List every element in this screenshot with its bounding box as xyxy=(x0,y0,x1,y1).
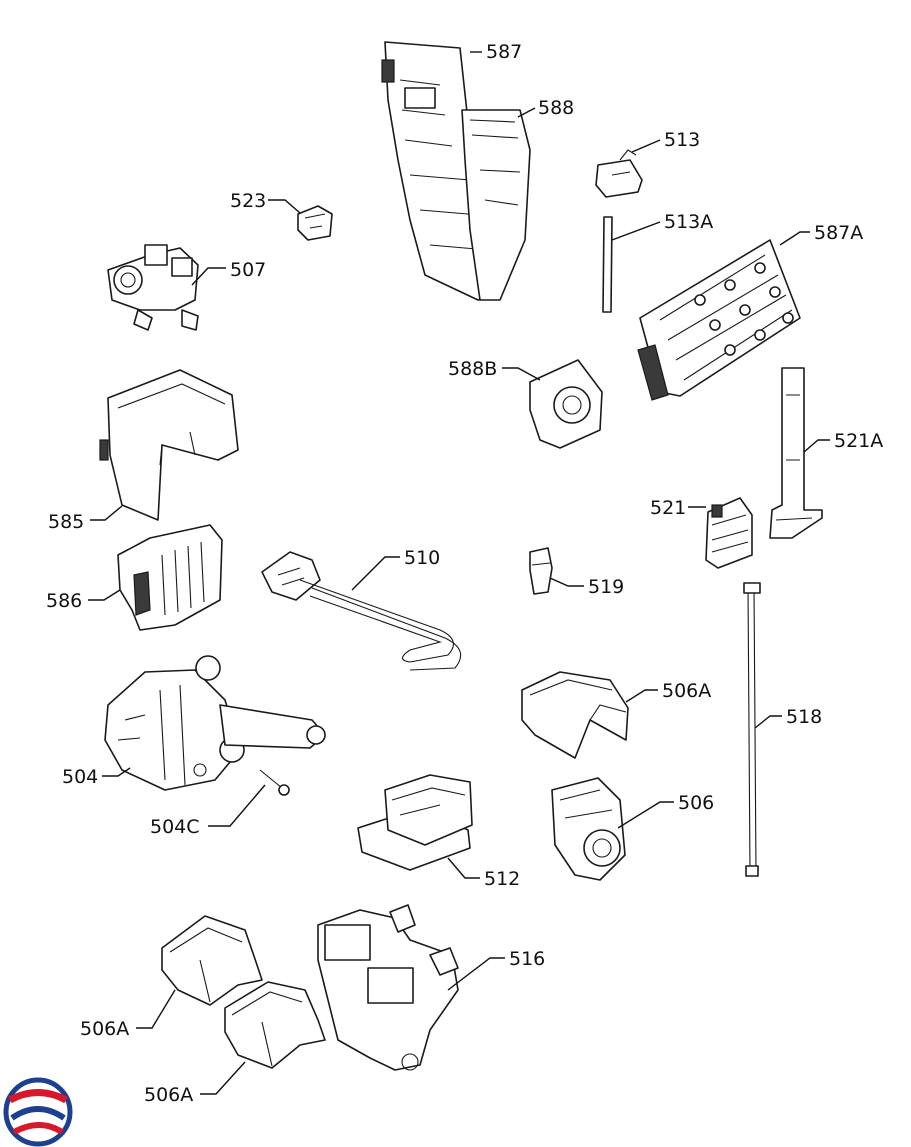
callout-521a: 521A xyxy=(803,430,883,453)
callout-507: 507 xyxy=(191,259,266,286)
part-523-clip[interactable] xyxy=(297,205,333,241)
svg-text:512: 512 xyxy=(484,868,520,890)
part-587a-pcb[interactable] xyxy=(637,239,801,401)
callout-588b: 588B xyxy=(448,358,541,381)
callout-504c: 504C xyxy=(150,784,266,838)
brand-logo xyxy=(3,1077,73,1147)
svg-text:504C: 504C xyxy=(150,816,200,838)
svg-text:523: 523 xyxy=(230,190,266,212)
callout-518: 518 xyxy=(754,706,822,729)
callout-506: 506 xyxy=(617,792,714,829)
part-512-bracket[interactable] xyxy=(357,774,473,871)
part-510-heating-element[interactable] xyxy=(261,551,462,671)
part-588b-pressure-switch[interactable] xyxy=(529,359,603,449)
part-521-door-lock[interactable] xyxy=(705,497,753,569)
svg-text:513: 513 xyxy=(664,129,700,151)
svg-text:506A: 506A xyxy=(662,680,711,702)
callout-506a-left-lower: 506A xyxy=(144,1061,246,1106)
callout-513: 513 xyxy=(631,129,700,153)
svg-text:504: 504 xyxy=(62,766,98,788)
svg-text:506A: 506A xyxy=(80,1018,129,1040)
callout-512: 512 xyxy=(447,857,520,890)
callout-523: 523 xyxy=(230,190,301,214)
svg-text:521A: 521A xyxy=(834,430,883,452)
callout-521: 521 xyxy=(650,497,706,519)
part-506-drain-pump[interactable] xyxy=(551,777,626,881)
svg-text:506: 506 xyxy=(678,792,714,814)
svg-text:519: 519 xyxy=(588,576,624,598)
part-507-inlet-valve[interactable] xyxy=(107,244,199,331)
part-504c-screw[interactable] xyxy=(259,769,290,796)
callout-506a-right: 506A xyxy=(625,680,711,703)
part-513-relay[interactable] xyxy=(595,149,643,198)
callout-506a-left-upper: 506A xyxy=(80,989,176,1040)
callout-504: 504 xyxy=(62,766,131,788)
part-506a-pump-cover-left-lower[interactable] xyxy=(224,981,326,1069)
svg-text:507: 507 xyxy=(230,259,266,281)
callout-519: 519 xyxy=(549,576,624,598)
part-516-pump-assembly[interactable] xyxy=(317,904,459,1071)
svg-text:516: 516 xyxy=(509,948,545,970)
callout-587a: 587A xyxy=(779,222,863,246)
part-521a-bracket[interactable] xyxy=(769,367,823,539)
callout-510: 510 xyxy=(351,547,440,591)
callout-513a: 513A xyxy=(611,211,713,241)
callout-586: 586 xyxy=(46,589,121,612)
callout-585: 585 xyxy=(48,505,123,533)
svg-text:587: 587 xyxy=(486,41,522,63)
part-585-cover[interactable] xyxy=(99,369,239,521)
svg-text:521: 521 xyxy=(650,497,686,519)
part-504-motor[interactable] xyxy=(104,655,326,791)
svg-text:585: 585 xyxy=(48,511,84,533)
svg-text:506A: 506A xyxy=(144,1084,193,1106)
part-518-cable[interactable] xyxy=(743,582,761,877)
svg-text:588B: 588B xyxy=(448,358,497,380)
part-586-motor-module[interactable] xyxy=(117,524,223,631)
callout-587: 587 xyxy=(470,41,522,63)
svg-text:588: 588 xyxy=(538,97,574,119)
part-588-housing[interactable] xyxy=(461,109,531,301)
svg-text:510: 510 xyxy=(404,547,440,569)
callout-588: 588 xyxy=(517,97,574,119)
part-506a-pump-cover-right[interactable] xyxy=(521,671,629,759)
part-513a-rod[interactable] xyxy=(602,216,613,313)
svg-text:513A: 513A xyxy=(664,211,713,233)
part-506a-pump-cover-left-upper[interactable] xyxy=(161,915,263,1006)
svg-text:518: 518 xyxy=(786,706,822,728)
svg-text:587A: 587A xyxy=(814,222,863,244)
svg-text:586: 586 xyxy=(46,590,82,612)
part-519-sensor[interactable] xyxy=(529,547,553,595)
callout-516: 516 xyxy=(447,948,545,991)
